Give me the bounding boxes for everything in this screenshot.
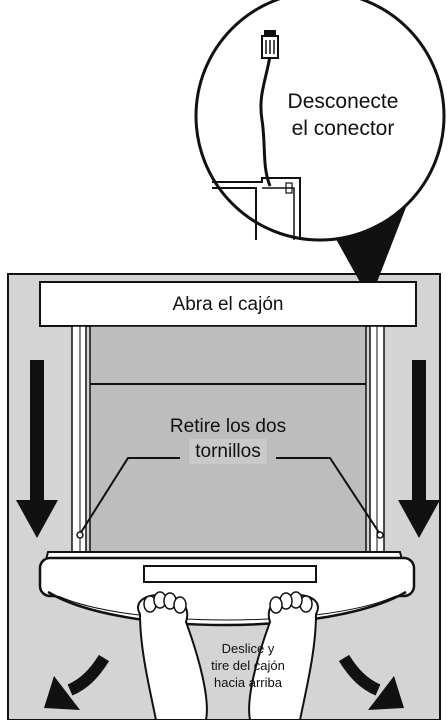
down-arrow-icon bbox=[398, 360, 440, 538]
curved-arrow-icon bbox=[44, 654, 110, 710]
callout-label-line-2: el conector bbox=[291, 117, 395, 140]
screw-leader-left bbox=[79, 457, 180, 535]
screw-icon bbox=[76, 531, 84, 539]
hand-icon bbox=[137, 591, 208, 720]
callout-label-line-1: Desconecte bbox=[287, 90, 399, 113]
left-rail bbox=[71, 325, 87, 557]
down-arrow-icon bbox=[16, 360, 58, 538]
remove-screws-line-2: tornillos bbox=[189, 439, 267, 464]
drawer-handle-slot bbox=[143, 565, 317, 583]
callout-detail bbox=[212, 30, 301, 240]
callout-circle bbox=[194, 0, 446, 242]
screw-icon bbox=[376, 531, 384, 539]
drawer-top-panel bbox=[39, 281, 417, 327]
slide-label-line-3: hacia arriba bbox=[214, 675, 282, 690]
remove-screws-label: Retire los dos tornillos bbox=[140, 414, 316, 464]
connector-icon bbox=[261, 30, 279, 59]
slide-label-line-1: Deslice y bbox=[221, 641, 275, 656]
wire bbox=[259, 55, 272, 187]
callout-label: Desconecte el conector bbox=[268, 88, 418, 142]
remove-screws-line-1: Retire los dos bbox=[169, 416, 287, 437]
hand-icon bbox=[248, 591, 319, 720]
curved-arrow-icon bbox=[338, 654, 404, 710]
slide-label: Deslice y tire del cajón hacia arriba bbox=[186, 640, 310, 691]
slide-label-line-2: tire del cajón bbox=[211, 658, 285, 673]
screw-leader-right bbox=[276, 457, 381, 535]
open-drawer-label: Abra el cajón bbox=[172, 294, 284, 315]
